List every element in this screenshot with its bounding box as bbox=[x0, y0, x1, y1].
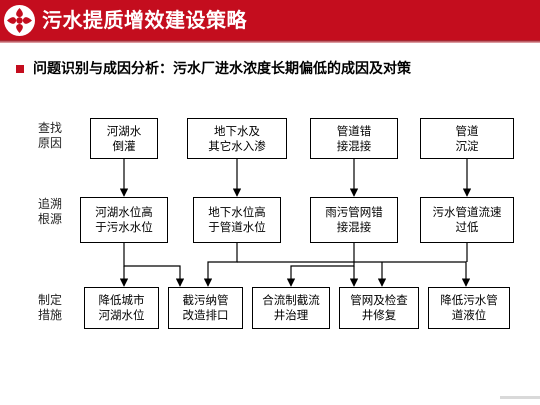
root-box-low-flow-velocity: 污水管道流速过低 bbox=[420, 197, 514, 243]
arrow-root3-measure3 bbox=[286, 243, 355, 287]
bullet-square-icon bbox=[16, 65, 24, 73]
cause-box-pipe-misconnection: 管道错接混接 bbox=[310, 118, 398, 159]
measure-box-combined-interception-well: 合流制截流井治理 bbox=[252, 287, 330, 329]
row-label-find-cause: 查找 原因 bbox=[37, 121, 62, 150]
row-label-measures: 制定 措施 bbox=[37, 293, 62, 322]
measure-box-lower-pipe-level: 降低污水管道液位 bbox=[428, 287, 510, 329]
arrow-root1-measure2 bbox=[123, 243, 185, 287]
measure-box-sewage-interception: 截污纳管改造排口 bbox=[168, 287, 243, 329]
page-title: 污水提质增效建设策略 bbox=[42, 8, 247, 32]
root-box-river-level: 河湖水位高于污水水位 bbox=[80, 197, 168, 243]
measure-box-lower-river-level: 降低城市河湖水位 bbox=[84, 287, 159, 329]
header-bar bbox=[0, 0, 540, 40]
root-box-groundwater-level: 地下水位高于管道水位 bbox=[193, 197, 281, 243]
logo-icon bbox=[5, 6, 34, 35]
section-subtitle: 问题识别与成因分析：污水厂进水浓度长期偏低的成因及对策 bbox=[33, 61, 411, 77]
arrow-root2-measure2 bbox=[203, 243, 238, 287]
logo bbox=[4, 5, 35, 36]
header-divider bbox=[0, 40, 540, 43]
root-box-storm-sewer-misconnection: 雨污管网错接混接 bbox=[310, 197, 398, 243]
measure-box-pipe-well-repair: 管网及检查井修复 bbox=[339, 287, 419, 329]
cause-box-pipe-sedimentation: 管道沉淀 bbox=[420, 118, 514, 159]
slide-footer-bar bbox=[500, 396, 540, 399]
cause-box-groundwater-infiltration: 地下水及其它水入渗 bbox=[187, 118, 287, 159]
row-label-trace-root: 追溯 根源 bbox=[37, 197, 62, 226]
cause-box-river-backflow: 河湖水倒灌 bbox=[90, 118, 158, 159]
arrow-root2-measure5 bbox=[237, 261, 471, 287]
